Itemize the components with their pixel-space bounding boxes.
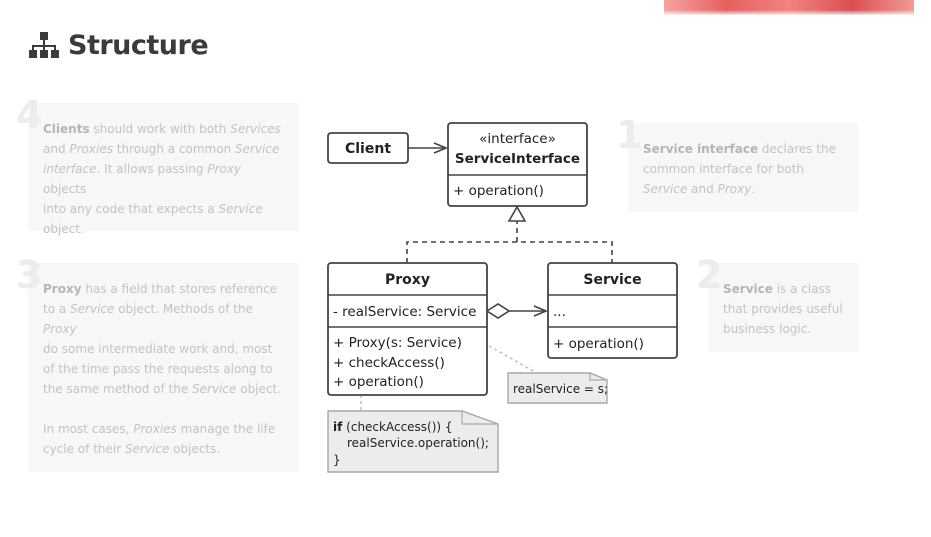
note-text: Service is a class that provides useful bu… <box>723 279 850 339</box>
note-line: that provides useful <box>723 302 843 316</box>
note-line: Service and Proxy. <box>643 182 756 196</box>
proxy-field: - realService: Service <box>333 304 476 320</box>
note-line: Clients should work with both Services <box>43 122 281 136</box>
note-text: Clients should work with both Services an… <box>43 119 284 239</box>
note-line: In most cases, Proxies manage the life <box>43 422 276 436</box>
note-line: object. <box>43 222 84 236</box>
operation-note-line-1: if (checkAccess()) { <box>333 420 453 434</box>
note-anchors <box>360 345 536 411</box>
interface-method: + operation() <box>453 183 544 199</box>
note-number: 1 <box>616 113 643 157</box>
client-class: Client <box>327 132 409 164</box>
service-method: + operation() <box>553 336 644 352</box>
proxy-method: + checkAccess() <box>333 355 445 371</box>
hierarchy-icon <box>29 32 59 58</box>
note-service-interface: 1 Service interface declares the common i… <box>616 115 858 212</box>
proxy-class: Proxy - realService: Service + Proxy(s: … <box>327 262 488 396</box>
note-line: Proxy has a field that stores reference <box>43 282 278 296</box>
note-line: of the time pass the requests along to <box>43 362 273 376</box>
note-line: into any code that expects a Service <box>43 202 263 216</box>
interface-stereotype: «interface» <box>479 131 556 147</box>
note-line: interface. It allows passing Proxy objec… <box>43 162 242 196</box>
note-line: business logic. <box>723 322 812 336</box>
note-service: 2 Service is a class that provides useful… <box>696 255 858 352</box>
note-line: the same method of the Service object. <box>43 382 282 396</box>
proxy-method: + operation() <box>333 374 424 390</box>
realization-connectors <box>406 205 613 263</box>
note-number: 2 <box>696 253 723 297</box>
service-class: Service ... + operation() <box>547 262 678 359</box>
note-number: 3 <box>16 253 43 297</box>
note-line: and Proxies through a common Service <box>43 142 280 156</box>
service-interface-class: «interface» ServiceInterface + operation… <box>447 122 588 207</box>
header-banner-image <box>664 0 914 15</box>
note-line: to a Service object. Methods of the Prox… <box>43 302 253 336</box>
operation-note-line-2: realService.operation(); <box>347 436 489 450</box>
proxy-name: Proxy <box>385 272 430 288</box>
note-line: do some intermediate work and, most <box>43 342 273 356</box>
constructor-note-text: realService = s; <box>513 382 608 396</box>
interface-name: ServiceInterface <box>455 151 580 167</box>
note-clients: 4 Clients should work with both Services… <box>16 95 298 236</box>
aggregation-diamond-icon <box>485 303 511 319</box>
operation-note: if (checkAccess()) { realService.operati… <box>327 410 499 473</box>
note-proxy: 3 Proxy has a field that stores referenc… <box>16 255 298 472</box>
constructor-note: realService = s; <box>507 372 608 404</box>
page-title: Structure <box>68 29 209 61</box>
operation-note-line-3: } <box>333 453 341 467</box>
note-line: Service is a class <box>723 282 832 296</box>
note-number: 4 <box>16 93 43 137</box>
proxy-method: + Proxy(s: Service) <box>333 335 462 351</box>
note-line: common interface for both <box>643 162 804 176</box>
note-text: Service interface declares the common int… <box>643 139 848 199</box>
realization-triangle-icon <box>507 205 527 222</box>
note-line: Service interface declares the <box>643 142 837 156</box>
title-row: Structure <box>28 25 209 65</box>
proxy-service-aggregation <box>485 303 546 319</box>
client-label: Client <box>345 141 391 157</box>
note-line: cycle of their Service objects. <box>43 442 221 456</box>
note-text: Proxy has a field that stores reference t… <box>43 279 288 459</box>
service-field: ... <box>553 304 566 320</box>
service-name: Service <box>583 272 641 288</box>
